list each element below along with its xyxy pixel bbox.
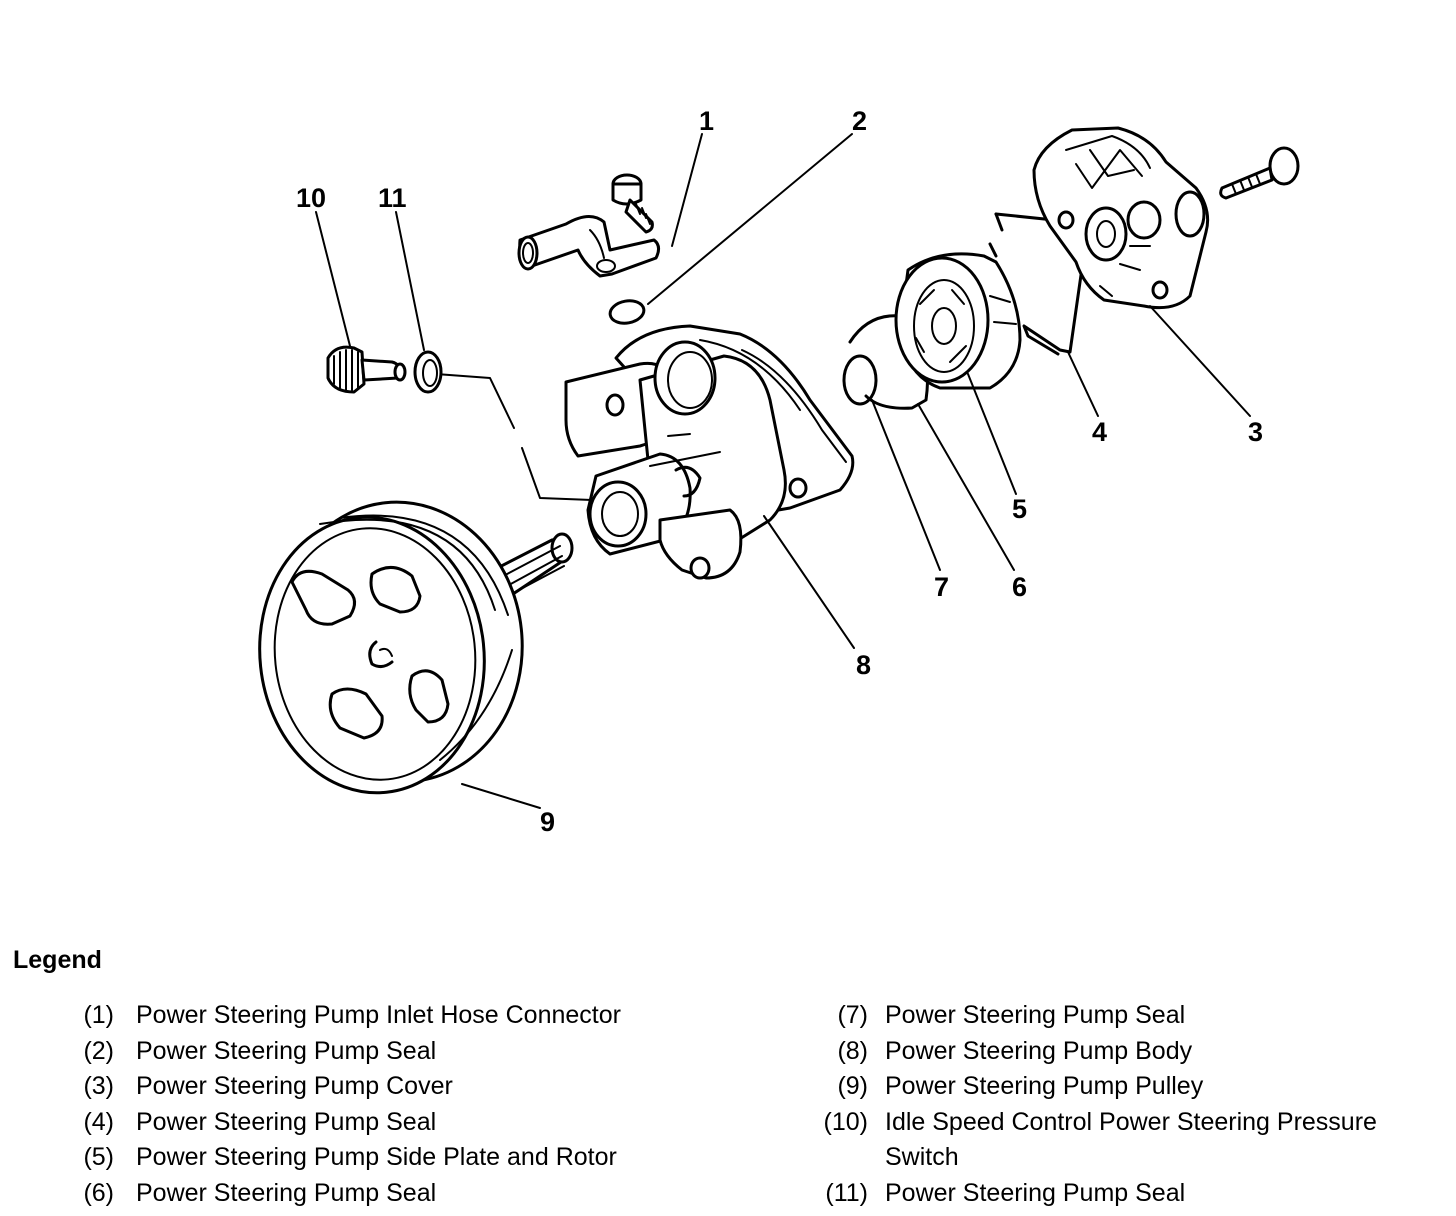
legend-item: (11) Power Steering Pump Seal (812, 1176, 1452, 1212)
legend-item-number: (11) (825, 1178, 868, 1207)
legend-title: Legend (13, 946, 102, 974)
legend-item-number: (2) (83, 1036, 114, 1065)
legend-item-text: Idle Speed Control Power Steering Pressu… (885, 1107, 1377, 1172)
seal-ring-7 (842, 354, 878, 406)
legend-item-number: (6) (83, 1178, 114, 1207)
legend-item-text: Power Steering Pump Pulley (885, 1072, 1204, 1100)
leader-lines (315, 133, 1251, 809)
legend-item: (7) Power Steering Pump Seal (812, 998, 1452, 1034)
exploded-view-diagram: 1 2 3 4 5 6 7 8 9 10 11 (258, 106, 1300, 837)
pump-body (435, 324, 855, 580)
legend-item: (9) Power Steering Pump Pulley (812, 1069, 1452, 1105)
side-plate-and-rotor (894, 252, 1022, 390)
legend-item-number: (10) (823, 1107, 868, 1136)
callout-7: 7 (934, 572, 949, 602)
pressure-switch (326, 345, 407, 394)
legend-item-text: Power Steering Pump Seal (885, 1001, 1186, 1029)
pump-cover (1032, 126, 1300, 310)
legend-item: (3) Power Steering Pump Cover (78, 1069, 738, 1105)
legend-item: (6) Power Steering Pump Seal (78, 1176, 738, 1212)
legend-item-text: Power Steering Pump Cover (136, 1072, 453, 1100)
legend-item-number: (5) (83, 1143, 114, 1171)
pump-pulley (258, 500, 574, 795)
legend-item: (10) Idle Speed Control Power Steering Pr… (812, 1105, 1452, 1176)
legend-item: (5) Power Steering Pump Side Plate and Ro… (78, 1140, 738, 1176)
legend-column-left: (1) Power Steering Pump Inlet Hose Connec… (78, 998, 738, 1211)
legend-item-text: Power Steering Pump Body (885, 1036, 1193, 1065)
legend-item-number: (1) (83, 1001, 114, 1029)
callout-9: 9 (540, 807, 555, 837)
callout-2: 2 (852, 106, 867, 136)
legend-item-text: Power Steering Pump Seal (885, 1178, 1186, 1207)
legend-item-text: Power Steering Pump Seal (136, 1036, 437, 1065)
callout-10: 10 (296, 183, 326, 213)
callout-6: 6 (1012, 572, 1027, 602)
legend-item-text: Power Steering Pump Inlet Hose Connector (136, 1001, 621, 1029)
legend-column-right: (7) Power Steering Pump Seal (8) Power Ste… (812, 998, 1452, 1211)
legend-item: (2) Power Steering Pump Seal (78, 1034, 738, 1070)
legend-item-number: (9) (837, 1072, 868, 1100)
legend-item-number: (8) (837, 1036, 868, 1065)
legend-item-text: Power Steering Pump Side Plate and Rotor (136, 1143, 617, 1171)
legend-item: (8) Power Steering Pump Body (812, 1034, 1452, 1070)
callout-4: 4 (1092, 417, 1107, 447)
callout-1: 1 (699, 106, 714, 136)
callout-5: 5 (1012, 494, 1027, 524)
callout-8: 8 (856, 650, 871, 680)
legend-item-text: Power Steering Pump Seal (136, 1178, 437, 1207)
legend-item: (1) Power Steering Pump Inlet Hose Connec… (78, 998, 738, 1034)
legend-item-number: (7) (837, 1001, 868, 1029)
seal-ring-2 (608, 299, 646, 325)
legend-item-number: (3) (83, 1072, 114, 1100)
legend-item: (4) Power Steering Pump Seal (78, 1105, 738, 1141)
callout-11: 11 (378, 183, 407, 213)
legend-item-number: (4) (83, 1107, 114, 1136)
inlet-hose-connector (517, 173, 661, 278)
callout-3: 3 (1248, 417, 1263, 447)
legend-item-text: Power Steering Pump Seal (136, 1107, 437, 1136)
